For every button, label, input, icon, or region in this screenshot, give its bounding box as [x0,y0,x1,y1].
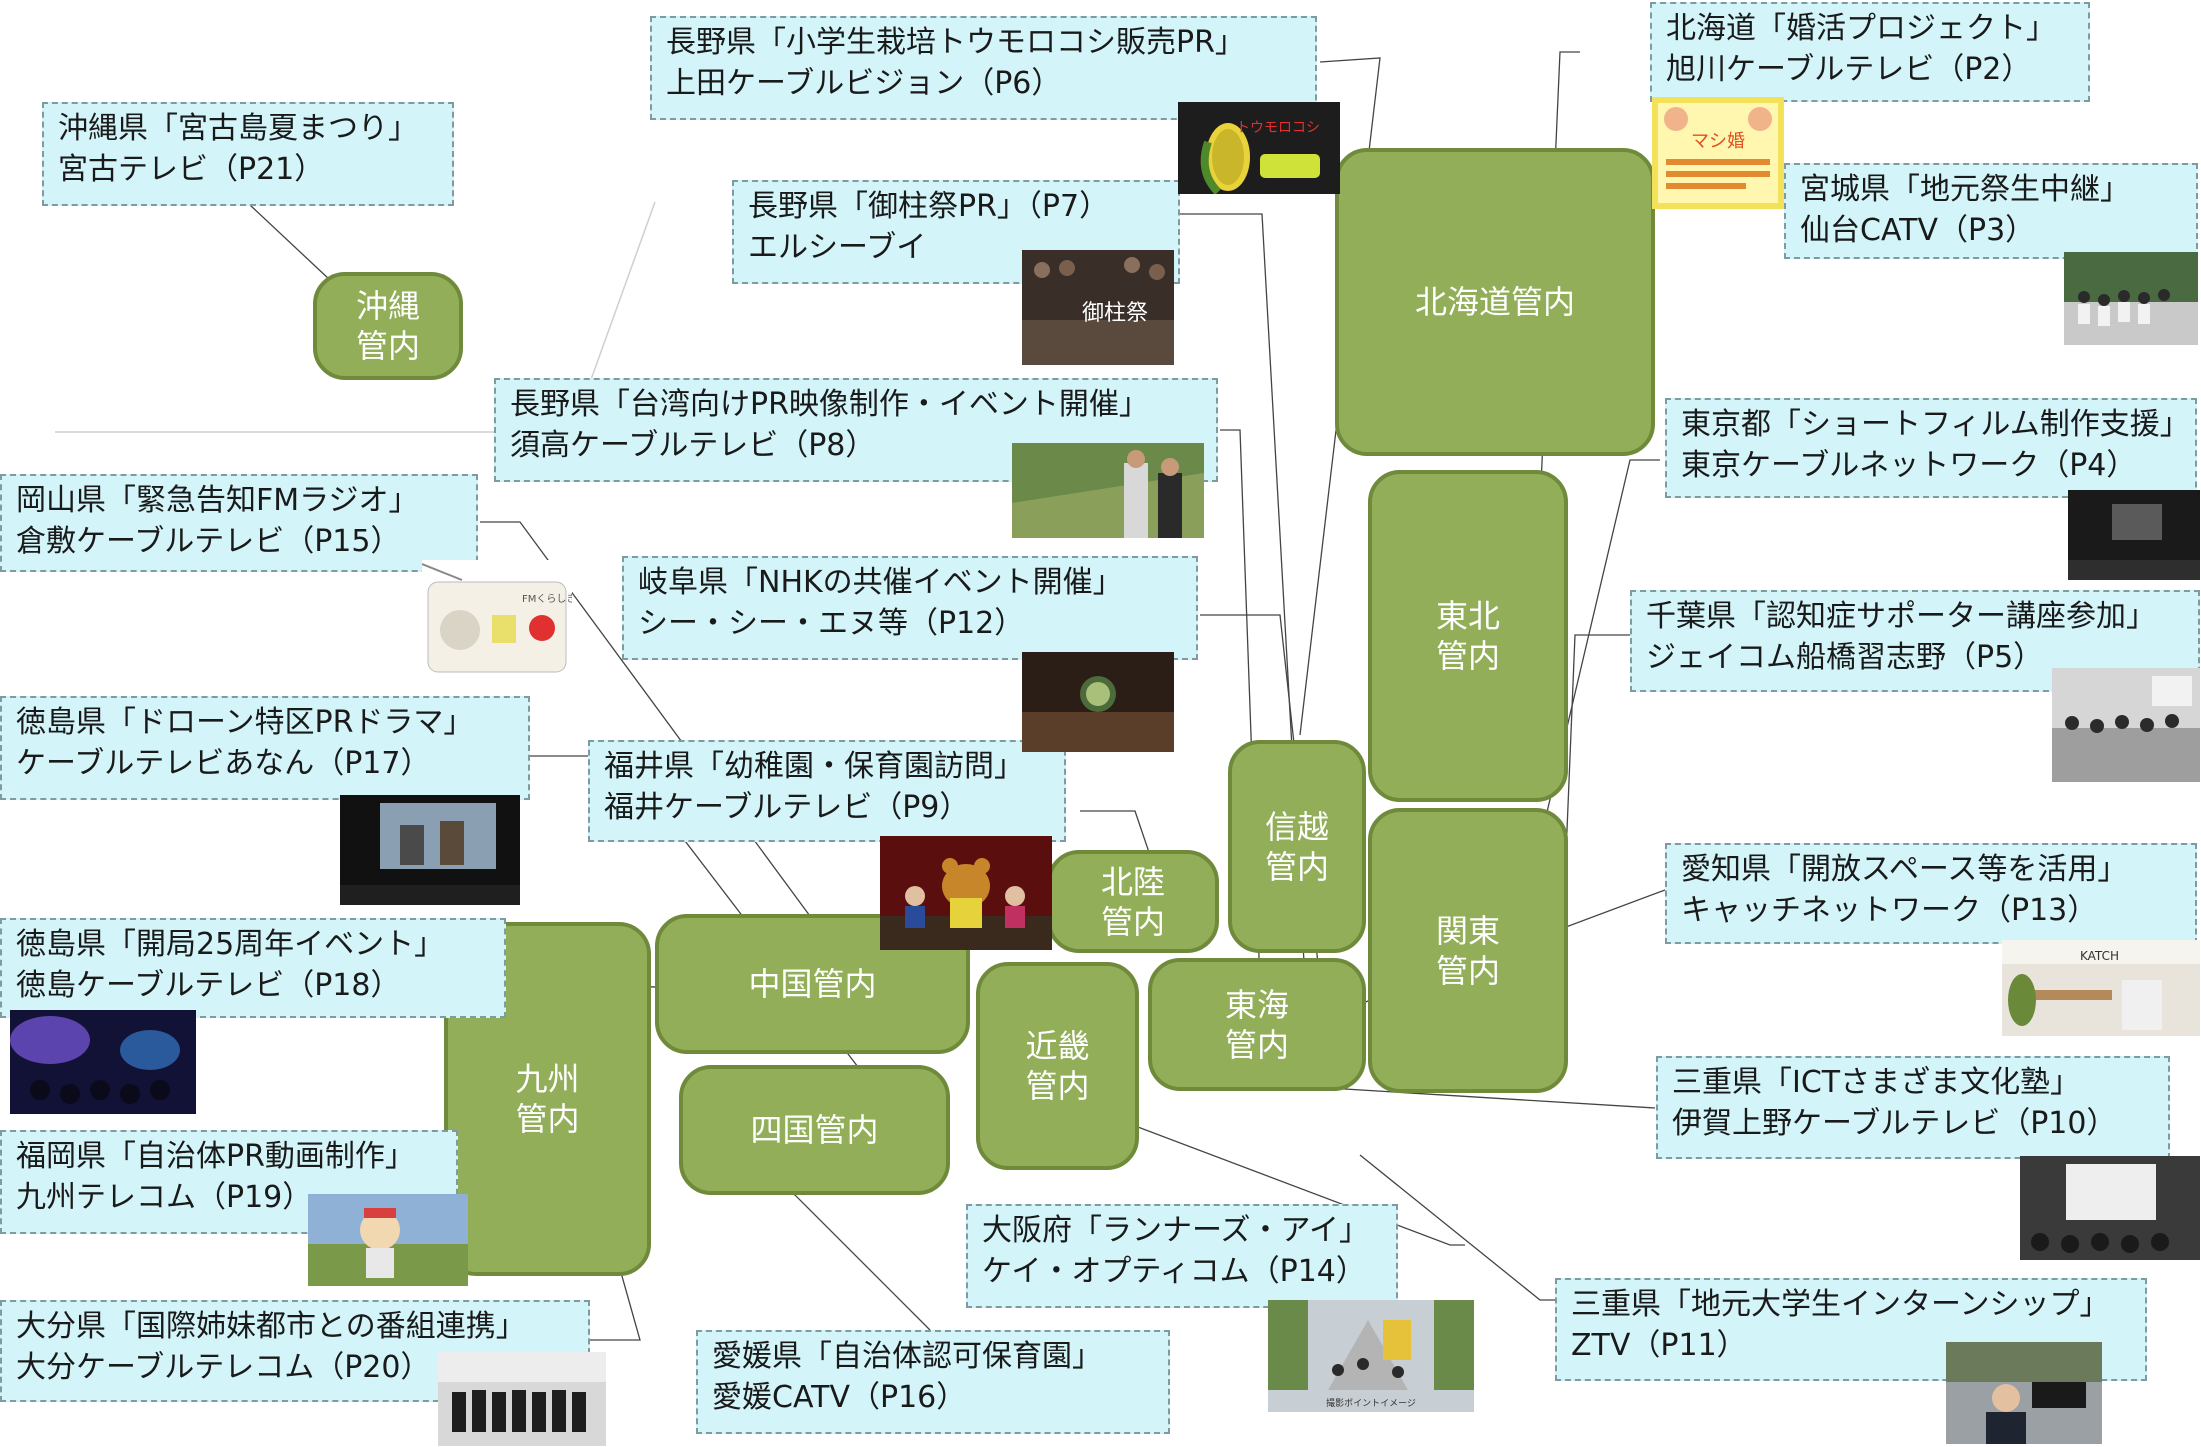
callout-tokyo: 東京都「ショートフィルム制作支援」 東京ケーブルネットワーク（P4） [1665,398,2197,498]
callout-title: 徳島県「ドローン特区PRドラマ」 [16,705,474,740]
marathon-caption: 撮影ポイントイメージ [1326,1397,1416,1409]
region-shinetsu: 信越 管内 [1228,740,1366,953]
callout-title: 北海道「婚活プロジェクト」 [1666,11,2056,46]
callout-tokushima: 徳島県「開局25周年イベント」 徳島ケーブルテレビ（P18） [0,918,506,1018]
callout-title: 大阪府「ランナーズ・アイ」 [982,1213,1369,1248]
callout-station: 倉敷ケーブルテレビ（P15） [16,524,401,559]
callout-station: ZTV（P11） [1571,1328,1747,1363]
callout-station: 愛媛CATV（P16） [712,1380,967,1415]
callout-title: 三重県「地元大学生インターンシップ」 [1571,1287,2110,1322]
callout-ehime: 愛媛県「自治体認可保育園」 愛媛CATV（P16） [696,1330,1170,1434]
callout-title: 福井県「幼稚園・保育園訪問」 [604,749,1024,784]
callout-station: 大分ケーブルテレコム（P20） [16,1350,431,1385]
callout-gifu: 岐阜県「NHKの共催イベント開催」 シー・シー・エヌ等（P12） [622,556,1198,660]
open-space-photo: KATCH [2002,940,2200,1036]
nhk-event-photo [1022,652,1174,752]
corn-text: トウモロコシ [1236,120,1320,136]
konkatsu-flyer-image: マシ婚 [1652,97,1784,209]
callout-title: 千葉県「認知症サポーター講座参加」 [1646,599,2156,634]
callout-miyako: 沖縄県「宮古島夏まつり」 宮古テレビ（P21） [42,102,454,206]
marathon-course-photo: 撮影ポイントイメージ [1268,1300,1474,1412]
emergency-fm-radio-image: FMくらしき [422,560,572,678]
callout-title: 東京都「ショートフィルム制作支援」 [1681,407,2190,442]
callout-title: 大分県「国際姉妹都市との番組連携」 [16,1309,526,1344]
kindergarten-visit-photo [880,836,1052,950]
region-okinawa: 沖縄 管内 [313,272,463,380]
dementia-seminar-photo [2052,668,2200,782]
callout-station: 須高ケーブルテレビ（P8） [510,428,876,463]
callout-sendai: 宮城県「地元祭生中継」 仙台CATV（P3） [1784,163,2198,259]
konkatsu-text: マシ婚 [1691,131,1745,152]
callout-title: 徳島県「開局25周年イベント」 [16,927,445,962]
callout-station: 仙台CATV（P3） [1800,213,2036,248]
region-kanto: 関東 管内 [1368,808,1568,1093]
short-film-event-photo [2068,490,2200,580]
callout-station: エルシーブイ [748,230,927,265]
connector-chiba [1557,634,1630,1051]
callout-ueda: 長野県「小学生栽培トウモロコシ販売PR」 上田ケーブルビジョン（P6） [650,16,1317,120]
region-shikoku: 四国管内 [679,1065,950,1195]
callout-title: 三重県「ICTさまざま文化塾」 [1672,1065,2081,1100]
callout-title: 福岡県「自治体PR動画制作」 [16,1139,415,1174]
callout-aichi: 愛知県「開放スペース等を活用」 キャッチネットワーク（P13） [1665,843,2197,944]
callout-station: 上田ケーブルビジョン（P6） [666,66,1062,101]
callout-osaka: 大阪府「ランナーズ・アイ」 ケイ・オプティコム（P14） [966,1204,1398,1308]
onbashira-festival-photo: 御柱祭 [1022,250,1174,365]
callout-title: 長野県「台湾向けPR映像制作・イベント開催」 [510,387,1149,422]
callout-station: 福井ケーブルテレビ（P9） [604,790,970,825]
catch-text: KATCH [2080,949,2119,963]
festival-broadcast-photo [2064,252,2198,345]
callout-kurashiki: 岡山県「緊急告知FMラジオ」 倉敷ケーブルテレビ（P15） [0,474,478,572]
callout-fukui: 福井県「幼稚園・保育園訪問」 福井ケーブルテレビ（P9） [588,740,1066,842]
radio-text: FMくらしき [522,593,572,605]
region-tohoku: 東北 管内 [1368,470,1568,802]
connector-okinawa [249,204,331,281]
region-hokkaido: 北海道管内 [1335,148,1655,456]
callout-title: 宮城県「地元祭生中継」 [1800,172,2130,207]
callout-station: 東京ケーブルネットワーク（P4） [1681,448,2137,483]
culture-school-photo [2020,1156,2200,1260]
callout-title: 愛知県「開放スペース等を活用」 [1681,852,2128,887]
region-hokuriku: 北陸 管内 [1047,850,1219,953]
pr-video-photo [308,1194,468,1286]
callout-station: シー・シー・エヌ等（P12） [638,606,1025,641]
region-kinki: 近畿 管内 [976,962,1139,1170]
callout-station: ケーブルテレビあなん（P17） [16,746,431,781]
callout-title: 岐阜県「NHKの共催イベント開催」 [638,565,1123,600]
callout-station: 九州テレコム（P19） [16,1180,313,1215]
callout-title: 沖縄県「宮古島夏まつり」 [58,111,418,146]
internship-camera-photo [1946,1342,2102,1444]
callout-station: ケイ・オプティコム（P14） [982,1254,1366,1289]
callout-title: 愛媛県「自治体認可保育園」 [712,1339,1102,1374]
callout-station: 宮古テレビ（P21） [58,152,325,187]
callout-anan: 徳島県「ドローン特区PRドラマ」 ケーブルテレビあなん（P17） [0,696,530,800]
onbashira-text: 御柱祭 [1082,301,1148,326]
region-tokai: 東海 管内 [1148,958,1366,1091]
callout-station: 伊賀上野ケーブルテレビ（P10） [1672,1106,2117,1141]
callout-title: 長野県「小学生栽培トウモロコシ販売PR」 [666,25,1245,60]
drone-drama-screening-photo [340,795,520,905]
corn-sales-photo: トウモロコシ [1178,102,1340,194]
taiwan-pr-filming-photo [1012,443,1204,538]
callout-station: キャッチネットワーク（P13） [1681,893,2098,928]
anniversary-event-photo [10,1010,196,1114]
callout-asahikawa: 北海道「婚活プロジェクト」 旭川ケーブルテレビ（P2） [1650,2,2090,102]
callout-igaueno: 三重県「ICTさまざま文化塾」 伊賀上野ケーブルテレビ（P10） [1656,1056,2170,1159]
callout-station: 旭川ケーブルテレビ（P2） [1666,52,2032,87]
callout-station: ジェイコム船橋習志野（P5） [1646,640,2044,675]
sister-city-program-photo [438,1352,606,1446]
callout-title: 岡山県「緊急告知FMラジオ」 [16,483,419,518]
callout-station: 徳島ケーブルテレビ（P18） [16,968,401,1003]
callout-suzaka: 長野県「台湾向けPR映像制作・イベント開催」 須高ケーブルテレビ（P8） [494,378,1218,482]
callout-title: 長野県「御柱祭PR」（P7） [748,189,1110,224]
